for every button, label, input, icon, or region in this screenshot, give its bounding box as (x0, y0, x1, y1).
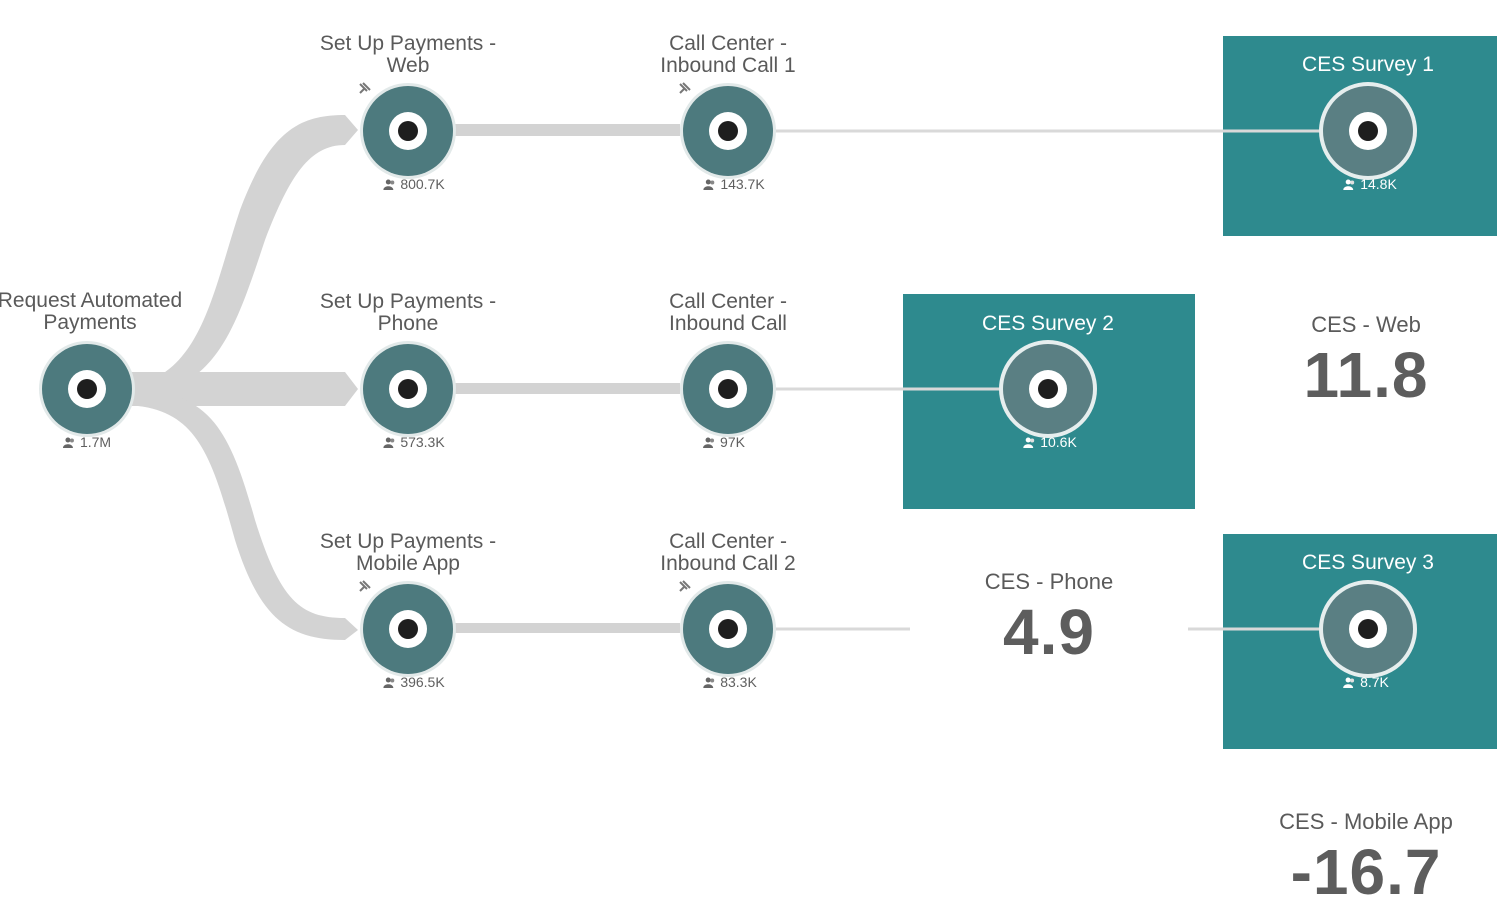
users-icon (1343, 179, 1355, 190)
pin-icon[interactable] (357, 580, 371, 594)
metric-title-web: CES - Web (1311, 312, 1421, 337)
metric-value-mobile: -16.7 (1290, 836, 1442, 908)
node-label-call: Call Center - Inbound Call (669, 290, 787, 335)
users-icon (383, 437, 395, 448)
users-icon (703, 677, 715, 688)
node-label-root: Request Automated Payments (0, 289, 183, 334)
metric-title-phone: CES - Phone (984, 569, 1114, 594)
node-root[interactable] (42, 344, 132, 434)
flow-band-root-phone (120, 372, 358, 406)
node-count-mobile: 396.5K (383, 674, 445, 690)
users-icon (703, 437, 715, 448)
metric-box-web: CES - Web 11.8 (1230, 250, 1497, 492)
node-call[interactable] (683, 344, 773, 434)
survey-1-title: CES Survey 1 (1302, 53, 1434, 76)
flow-band-phone-call (452, 383, 680, 394)
users-icon (1343, 677, 1355, 688)
flow-band-root-web (110, 115, 358, 395)
node-survey-1[interactable] (1323, 86, 1413, 176)
node-count-survey-2: 10.6K (1023, 434, 1077, 450)
node-call2[interactable] (683, 584, 773, 674)
metric-box-mobile: CES - Mobile App -16.7 (1230, 749, 1497, 909)
flow-band-root-mobile (120, 390, 358, 640)
node-label-phone: Set Up Payments - Phone (319, 290, 497, 335)
survey-2-title: CES Survey 2 (982, 312, 1114, 335)
survey-3-title: CES Survey 3 (1302, 551, 1434, 574)
flow-band-mobile-call2 (452, 623, 680, 633)
node-label-call2: Call Center - Inbound Call 2 (660, 530, 796, 575)
node-count-survey-1: 14.8K (1343, 176, 1397, 192)
metric-box-phone: CES - Phone 4.9 (910, 509, 1188, 751)
node-survey-2[interactable] (1003, 344, 1093, 434)
node-label-mobile: Set Up Payments - Mobile App (319, 530, 497, 575)
node-count-survey-3: 8.7K (1343, 674, 1389, 690)
users-icon (62, 437, 74, 448)
node-count-call2: 83.3K (703, 674, 757, 690)
pin-icon[interactable] (677, 580, 691, 594)
node-count-phone: 573.3K (383, 434, 445, 450)
node-call1[interactable] (683, 86, 773, 176)
users-icon (383, 677, 395, 688)
node-survey-3[interactable] (1323, 584, 1413, 674)
pin-icon[interactable] (677, 82, 691, 96)
users-icon (383, 179, 395, 190)
flow-band-web-call1 (452, 124, 680, 136)
metric-value-web: 11.8 (1303, 339, 1429, 411)
users-icon (703, 179, 715, 190)
pin-icon[interactable] (357, 82, 371, 96)
node-label-web: Set Up Payments - Web (319, 32, 497, 77)
node-count-web: 800.7K (383, 176, 445, 192)
node-web[interactable] (363, 86, 453, 176)
node-label-call1: Call Center - Inbound Call 1 (660, 32, 796, 77)
users-icon (1023, 437, 1035, 448)
metric-title-mobile: CES - Mobile App (1279, 809, 1453, 834)
metric-value-phone: 4.9 (1003, 596, 1095, 668)
node-mobile[interactable] (363, 584, 453, 674)
node-count-call: 97K (703, 434, 745, 450)
node-count-root: 1.7M (62, 434, 111, 450)
node-count-call1: 143.7K (703, 176, 765, 192)
node-phone[interactable] (363, 344, 453, 434)
